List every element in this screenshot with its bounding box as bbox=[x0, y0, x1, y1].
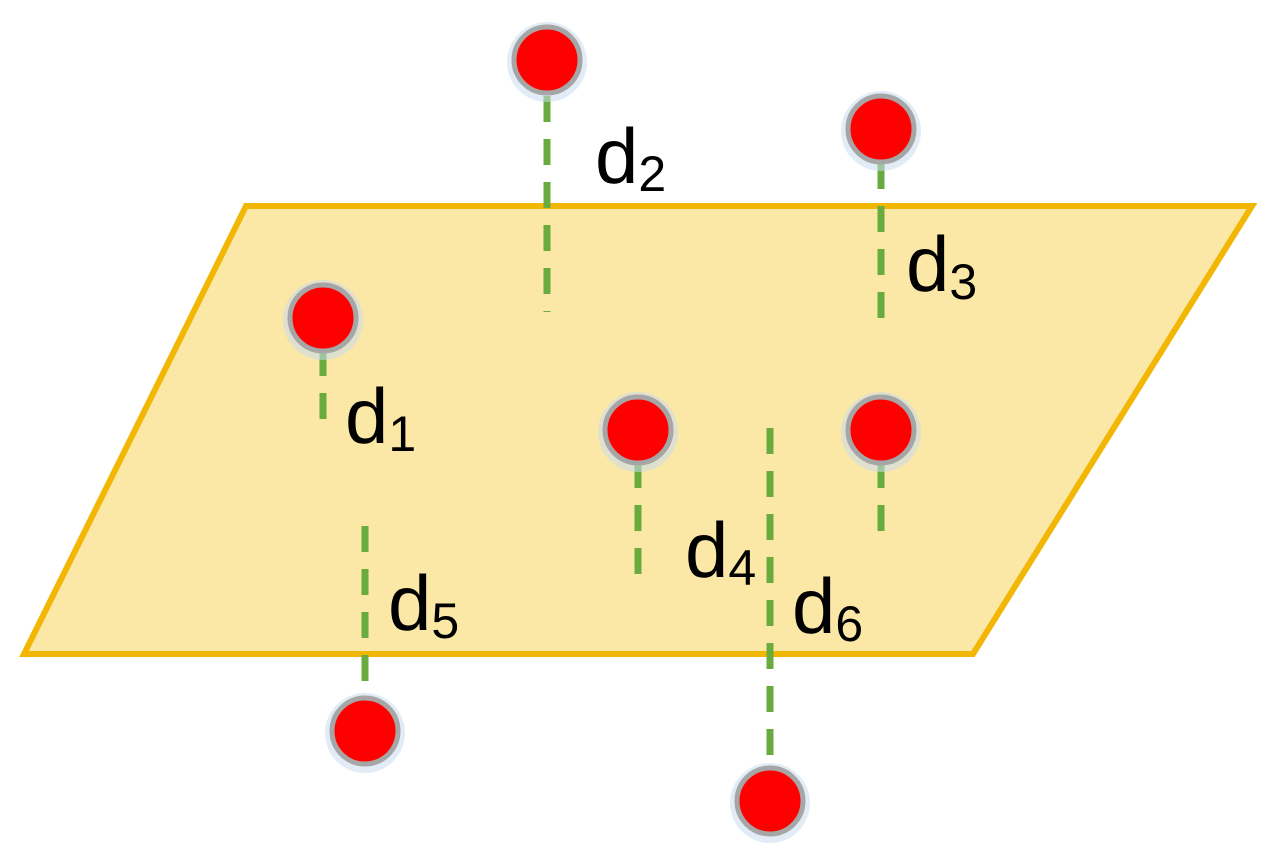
label-d5: d5 bbox=[388, 559, 459, 649]
label-d3: d3 bbox=[906, 220, 977, 310]
label-d2-main: d bbox=[595, 112, 638, 200]
label-d5-main: d bbox=[388, 559, 431, 647]
label-d1-main: d bbox=[345, 372, 388, 460]
label-d4-sub: 4 bbox=[728, 540, 756, 596]
label-d6: d6 bbox=[792, 562, 863, 652]
label-d6-sub: 6 bbox=[835, 596, 863, 652]
point-d1 bbox=[283, 280, 363, 360]
label-d1-sub: 1 bbox=[388, 406, 416, 462]
point-d5 bbox=[325, 693, 405, 773]
label-d4: d4 bbox=[685, 506, 756, 596]
label-d1: d1 bbox=[345, 372, 416, 462]
point-right bbox=[841, 392, 921, 472]
point-d2 bbox=[507, 22, 587, 102]
label-d3-sub: 3 bbox=[949, 254, 977, 310]
point-d6 bbox=[730, 763, 810, 843]
label-d2: d2 bbox=[595, 112, 666, 202]
point-d4 bbox=[598, 392, 678, 472]
label-d6-main: d bbox=[792, 562, 835, 650]
label-d5-sub: 5 bbox=[431, 593, 459, 649]
label-d2-sub: 2 bbox=[638, 146, 666, 202]
label-d3-main: d bbox=[906, 220, 949, 308]
point-d3 bbox=[841, 91, 921, 171]
label-d4-main: d bbox=[685, 506, 728, 594]
